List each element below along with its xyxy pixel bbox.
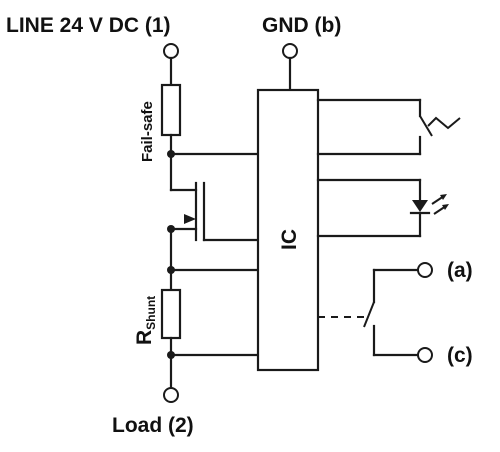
ic-block bbox=[256, 88, 320, 372]
gnd-terminal bbox=[282, 43, 298, 59]
mosfet-arrow-icon bbox=[184, 214, 196, 224]
r-label: R bbox=[133, 330, 156, 345]
terminal-c bbox=[417, 347, 433, 363]
led-diode-icon bbox=[412, 200, 428, 212]
shunt-resistor bbox=[160, 288, 182, 340]
junction-source bbox=[167, 225, 175, 233]
load-terminal bbox=[163, 387, 179, 403]
led-ray-2-head bbox=[442, 204, 449, 210]
line-24v-label: LINE 24 V DC (1) bbox=[6, 14, 171, 37]
line-terminal bbox=[163, 43, 179, 59]
relay-contact bbox=[363, 301, 375, 328]
shunt-sub-label: Shunt bbox=[144, 296, 158, 330]
r-shunt-label: RShunt bbox=[133, 296, 158, 345]
thermal-symbol-icon bbox=[427, 116, 461, 130]
terminal-a-label: (a) bbox=[447, 259, 473, 282]
thermal-switch-contact bbox=[419, 115, 433, 137]
ic-label: IC bbox=[278, 229, 301, 250]
fail-safe-label: Fail-safe bbox=[139, 101, 156, 162]
terminal-c-label: (c) bbox=[447, 344, 473, 367]
terminal-a bbox=[417, 262, 433, 278]
load-label: Load (2) bbox=[112, 414, 194, 437]
led-ray-1-head bbox=[440, 194, 447, 200]
fail-safe-fuse bbox=[160, 83, 182, 137]
gnd-label: GND (b) bbox=[262, 14, 341, 37]
